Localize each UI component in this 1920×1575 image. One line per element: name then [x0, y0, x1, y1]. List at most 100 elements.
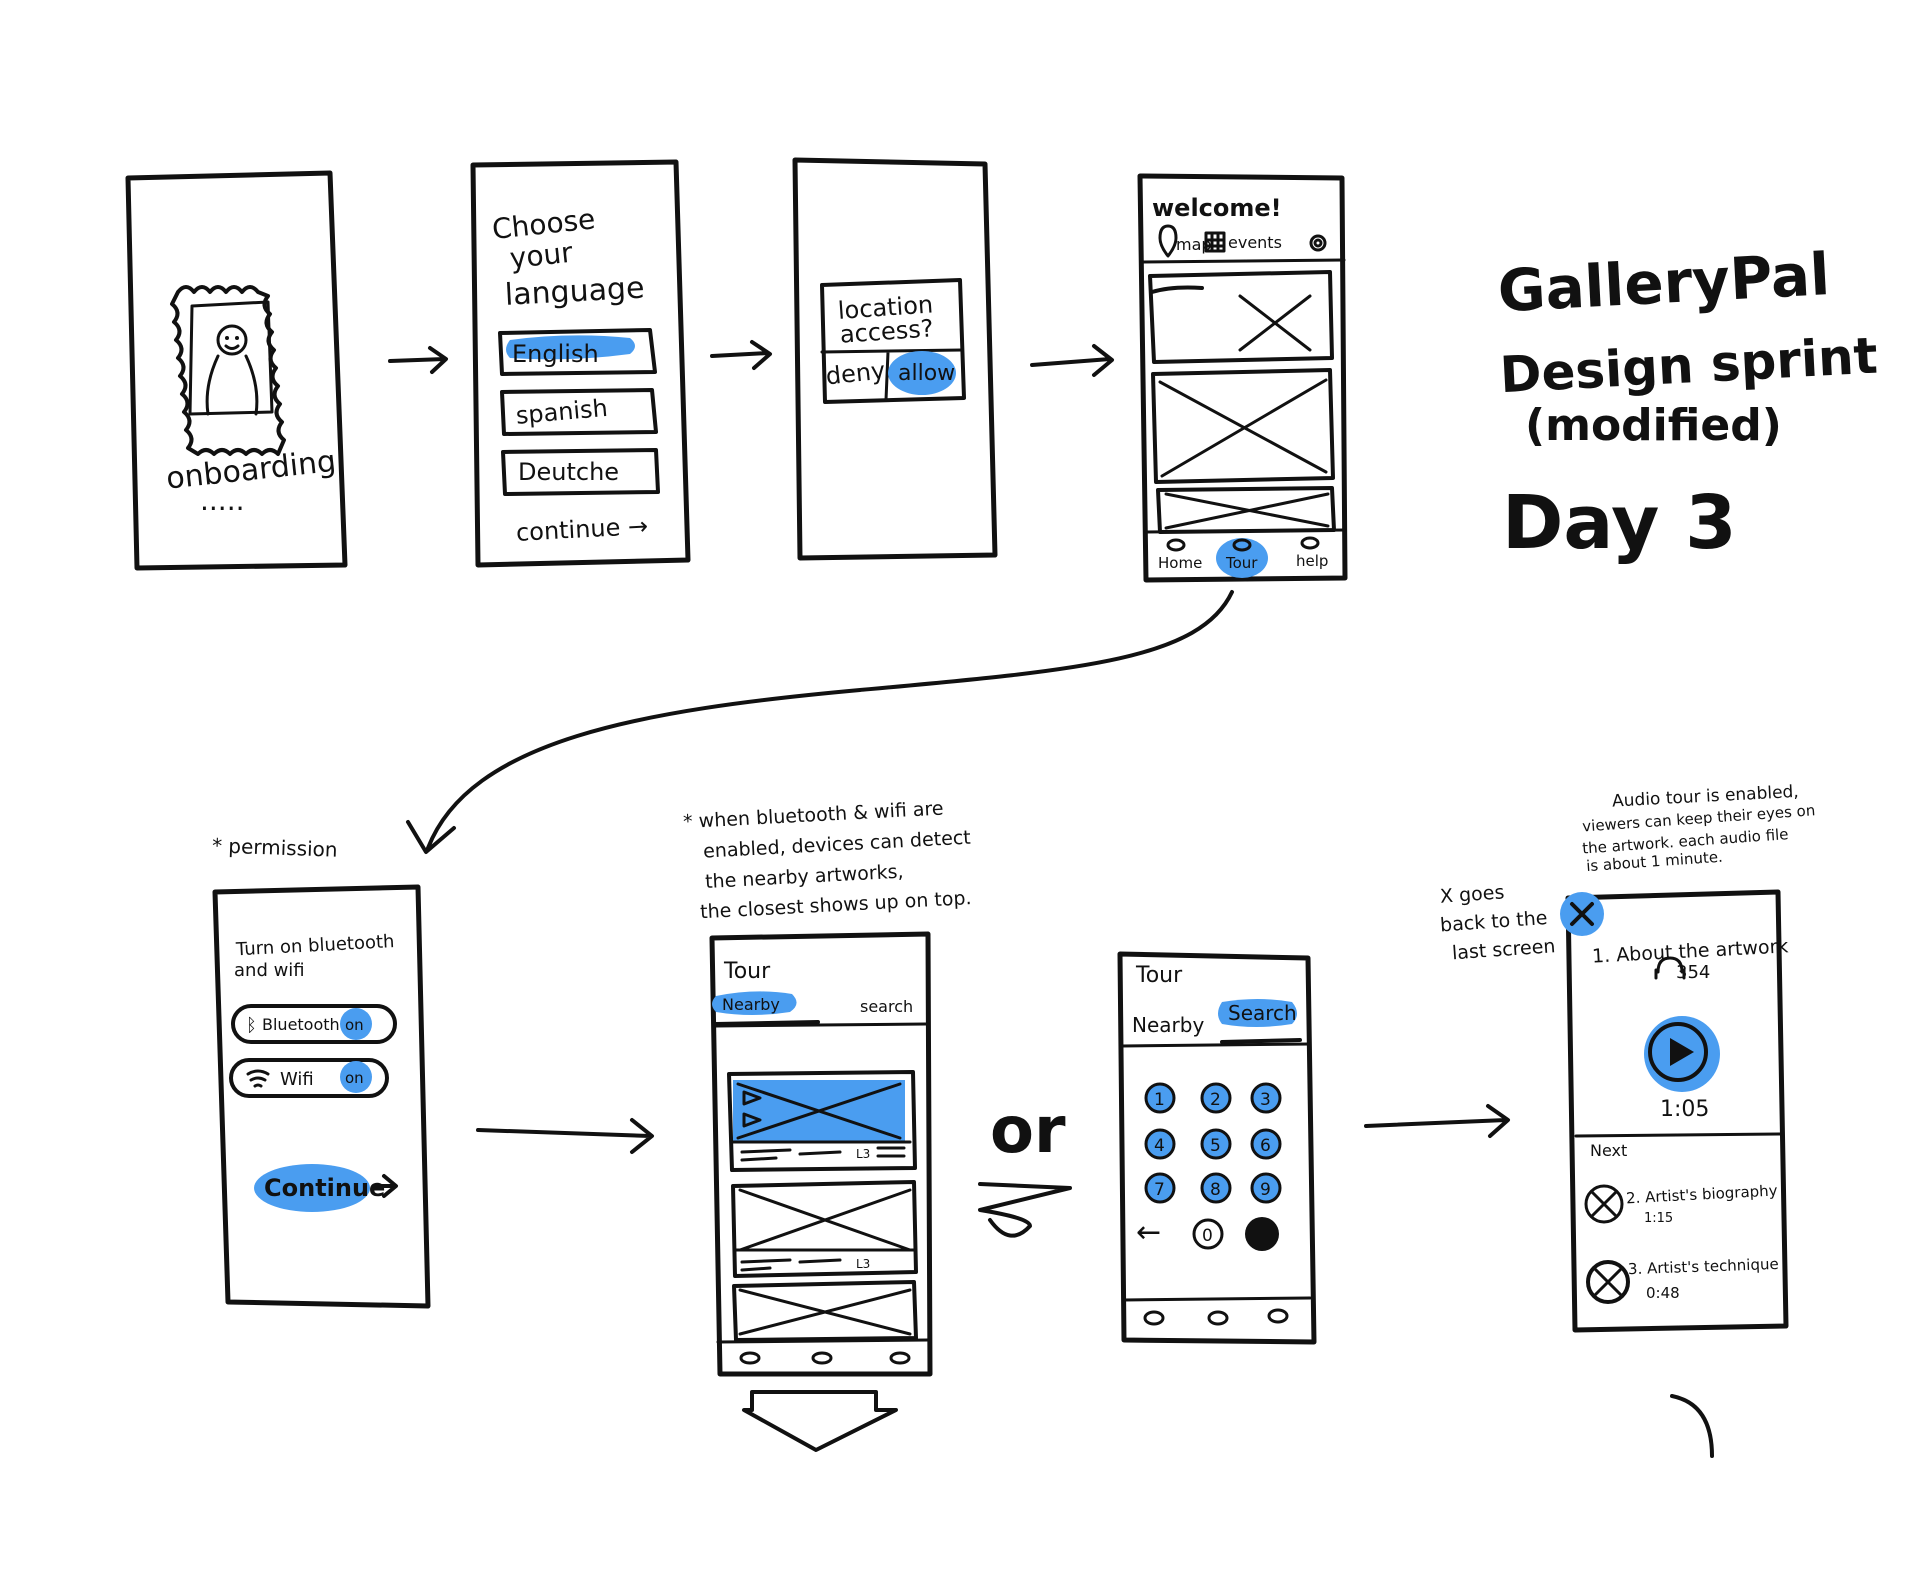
key-2[interactable]: 2 — [1200, 1082, 1232, 1114]
key-2-label: 2 — [1210, 1090, 1221, 1110]
nearby-title: Tour — [723, 959, 771, 984]
key-5-label: 5 — [1210, 1136, 1221, 1156]
next-item-1-title: 2. Artist's biography — [1626, 1181, 1778, 1207]
next-item-2[interactable]: 3. Artist's technique 0:48 — [1586, 1255, 1779, 1304]
bluetooth-label: Bluetooth — [262, 1015, 340, 1034]
flow-arrow-4 — [476, 1118, 654, 1154]
flow-arrow-2 — [710, 340, 772, 370]
permission-continue-button[interactable]: Continue — [254, 1164, 398, 1212]
play-button[interactable] — [1644, 1016, 1720, 1092]
key-6[interactable]: 6 — [1250, 1128, 1282, 1160]
tab-nearby[interactable]: Nearby — [712, 991, 797, 1015]
gear-icon[interactable] — [1309, 234, 1327, 252]
home-map-link[interactable]: map — [1158, 224, 1212, 258]
key-5[interactable]: 5 — [1200, 1128, 1232, 1160]
next-item-1[interactable]: 2. Artist's biography 1:15 — [1584, 1181, 1778, 1226]
language-option-spanish[interactable]: spanish — [500, 388, 658, 436]
key-8[interactable]: 8 — [1200, 1172, 1232, 1204]
wifi-label: Wifi — [280, 1069, 314, 1090]
key-back-label: ← — [1136, 1215, 1161, 1250]
onboarding-dots: ..... — [200, 484, 245, 517]
language-continue[interactable]: continue → — [515, 512, 648, 547]
title-modified: (modified) — [1525, 400, 1782, 451]
nearby-note-4: the closest shows up on top. — [700, 887, 972, 923]
search-nav-2[interactable] — [1207, 1310, 1229, 1326]
home-card-1[interactable] — [1148, 270, 1334, 364]
nearby-card-3[interactable] — [732, 1280, 918, 1342]
key-back[interactable]: ← — [1136, 1215, 1161, 1250]
screen-tour-search: Tour Nearby Search 1 2 3 4 5 6 7 8 9 ← 0 — [1117, 951, 1317, 1345]
or-separator: or — [978, 1094, 1072, 1238]
key-4[interactable]: 4 — [1144, 1128, 1176, 1160]
flow-arrow-3 — [1030, 344, 1114, 377]
home-events-label: events — [1228, 233, 1282, 252]
screen-home: welcome! map events — [1137, 173, 1348, 583]
nav-tour[interactable]: Tour — [1216, 538, 1268, 578]
key-1-label: 1 — [1154, 1090, 1165, 1110]
nearby-nav-3[interactable] — [889, 1351, 911, 1365]
location-dialog-line-2: access? — [839, 314, 934, 348]
tab-nearby-2[interactable]: Nearby — [1132, 1013, 1204, 1037]
nearby-nav-1[interactable] — [739, 1351, 761, 1365]
home-card-3[interactable] — [1156, 486, 1336, 534]
nearby-card-2[interactable]: L3 — [731, 1180, 918, 1278]
bluetooth-icon: ᛒ — [246, 1015, 257, 1036]
key-8-label: 8 — [1210, 1180, 1221, 1200]
permission-continue-label: Continue — [264, 1174, 385, 1202]
location-dialog-line-1: location — [837, 290, 934, 325]
location-deny-label: deny — [824, 356, 886, 390]
wifi-toggle-row[interactable]: Wifi on — [229, 1058, 389, 1098]
screen-location: location access? deny allow — [792, 157, 998, 561]
tab-nearby-label: Nearby — [722, 995, 780, 1014]
x-note-3: last screen — [1451, 935, 1556, 964]
home-events-link[interactable]: events — [1204, 231, 1282, 253]
title-app-name: GalleryPal — [1496, 240, 1831, 325]
key-0[interactable]: 0 — [1192, 1218, 1224, 1250]
tab-search-2[interactable]: Search — [1218, 999, 1297, 1027]
nav-help[interactable]: help — [1296, 536, 1328, 570]
permission-note: * permission — [212, 833, 338, 861]
key-7[interactable]: 7 — [1144, 1172, 1176, 1204]
key-9[interactable]: 9 — [1250, 1172, 1282, 1204]
close-button[interactable] — [1560, 892, 1604, 936]
next-label: Next — [1590, 1141, 1627, 1160]
key-1[interactable]: 1 — [1144, 1082, 1176, 1114]
search-nav-1[interactable] — [1143, 1310, 1165, 1326]
tab-nearby-2-label: Nearby — [1132, 1013, 1204, 1037]
nearby-nav-2[interactable] — [811, 1351, 833, 1365]
language-heading-3: language — [504, 271, 645, 313]
location-pin-icon — [1158, 224, 1178, 258]
key-enter[interactable] — [1245, 1217, 1279, 1251]
wifi-on-switch[interactable]: on — [340, 1061, 372, 1093]
thumbnail-x-icon — [1586, 1260, 1630, 1304]
nav-home[interactable]: Home — [1158, 538, 1202, 572]
home-welcome: welcome! — [1152, 194, 1282, 222]
bluetooth-on-switch[interactable]: on — [340, 1008, 372, 1040]
nearby-card-highlighted[interactable]: L3 — [727, 1070, 917, 1172]
tab-search[interactable]: search — [860, 997, 913, 1016]
location-deny-button[interactable]: deny — [824, 356, 886, 390]
home-map-label: map — [1176, 235, 1212, 254]
language-option-deutche[interactable]: Deutche — [501, 448, 660, 496]
or-label: or — [990, 1094, 1066, 1168]
sprint-title: GalleryPal Design sprint (modified) Day … — [1496, 240, 1879, 566]
screen-language: Choose your language English spanish Deu… — [470, 159, 691, 568]
next-item-2-title: 3. Artist's technique — [1628, 1255, 1779, 1278]
search-nav-3[interactable] — [1267, 1308, 1289, 1324]
play-icon — [1670, 1038, 1694, 1066]
key-9-label: 9 — [1260, 1180, 1271, 1200]
wifi-on-label: on — [345, 1069, 364, 1087]
tab-search-2-label: Search — [1228, 1001, 1297, 1025]
bluetooth-toggle-row[interactable]: ᛒ Bluetooth on — [231, 1004, 397, 1044]
audio-listens-count: 354 — [1676, 962, 1710, 983]
home-card-2[interactable] — [1151, 368, 1335, 484]
headphones-listens: 354 — [1654, 956, 1710, 983]
location-allow-button[interactable]: allow — [888, 351, 956, 395]
next-item-2-time: 0:48 — [1646, 1284, 1680, 1302]
language-option-english[interactable]: English — [498, 328, 657, 376]
permission-text-1: Turn on bluetooth — [235, 931, 395, 960]
key-3[interactable]: 3 — [1250, 1082, 1282, 1114]
nearby-note-2: enabled, devices can detect — [703, 827, 972, 863]
onboarding-label: onboarding — [165, 444, 338, 497]
nav-home-label: Home — [1158, 554, 1202, 572]
